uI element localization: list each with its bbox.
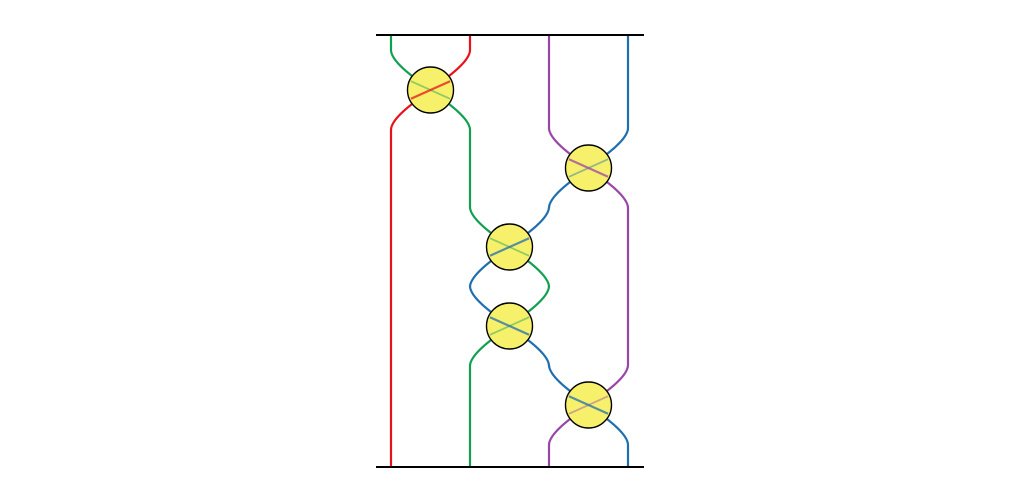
crossing-nodes-group	[406, 66, 613, 429]
crossing-strand-purple	[568, 158, 609, 178]
crossing-strand-blue	[489, 316, 530, 336]
strand-blue	[468, 35, 630, 467]
crossing-strand-blue	[489, 237, 530, 257]
crossing-strand-red	[410, 80, 451, 100]
strand-purple	[547, 35, 630, 467]
crossing-strand-blue	[568, 395, 609, 415]
